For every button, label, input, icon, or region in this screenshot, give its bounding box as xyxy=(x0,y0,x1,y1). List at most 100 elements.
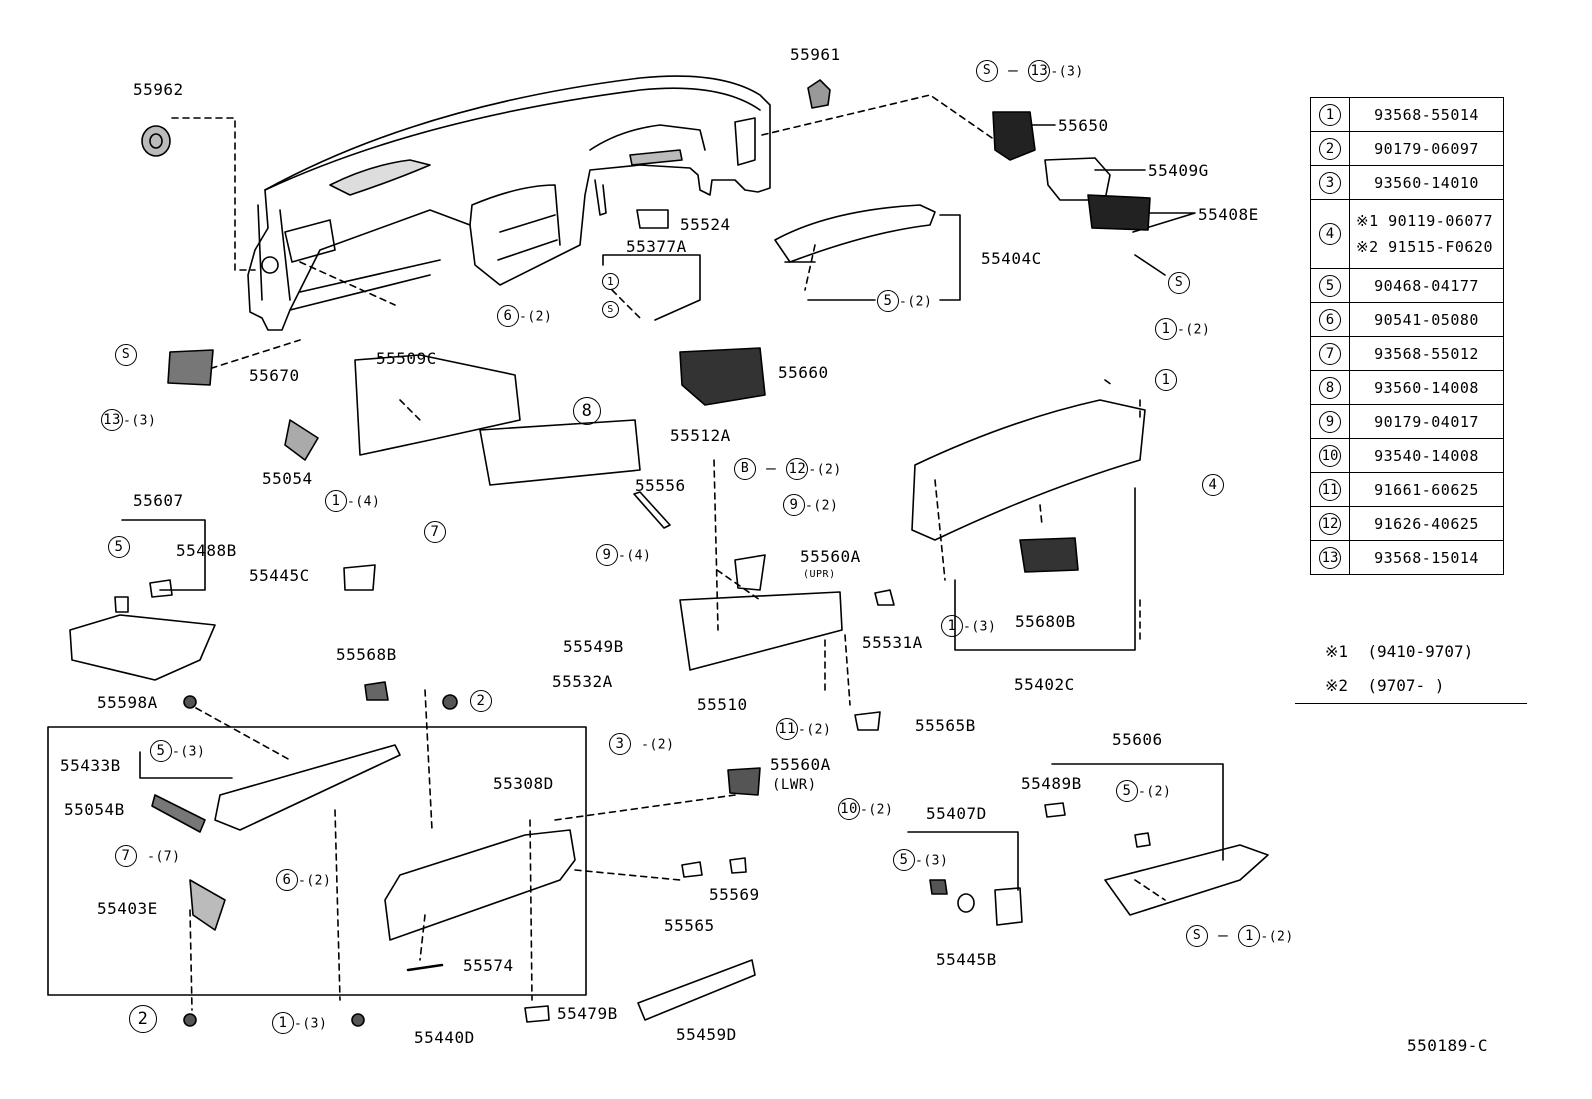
reference-key-circle: 5 xyxy=(1319,274,1341,297)
part-55445B: 55445B xyxy=(936,950,997,969)
reference-row: 4※1 90119-06077※2 91515-F0620 xyxy=(1310,199,1504,269)
reference-key: 1 xyxy=(1310,97,1350,132)
reference-code: 93568-55012 xyxy=(1374,344,1479,363)
callout-13-55670: 13-(3) xyxy=(101,409,156,431)
part-55606: 55606 xyxy=(1112,730,1163,749)
reference-code: 93540-14008 xyxy=(1374,446,1479,465)
reference-key: 10 xyxy=(1310,438,1350,473)
reference-code: 91626-40625 xyxy=(1374,514,1479,533)
part-55565B: 55565B xyxy=(915,716,976,735)
reference-row: 5 90468-04177 xyxy=(1310,268,1504,303)
part-55532A: 55532A xyxy=(552,672,613,691)
reference-code-cell: 90179-06097 xyxy=(1349,131,1504,166)
part-55574: 55574 xyxy=(463,956,514,975)
part-55409G: 55409G xyxy=(1148,161,1209,180)
reference-row: 10 93540-14008 xyxy=(1310,438,1504,473)
reference-row: 2 90179-06097 xyxy=(1310,131,1504,166)
callout-s-13-top: S — 13-(3) xyxy=(976,60,1084,82)
part-55402C: 55402C xyxy=(1014,675,1075,694)
reference-code: ※2 91515-F0620 xyxy=(1356,238,1493,256)
reference-code: 93560-14008 xyxy=(1374,378,1479,397)
reference-row: 7 93568-55012 xyxy=(1310,336,1504,371)
reference-code-cell: 90468-04177 xyxy=(1349,268,1504,303)
part-55565: 55565 xyxy=(664,916,715,935)
part-55531A: 55531A xyxy=(862,633,923,652)
instrument-panel-drawing xyxy=(247,75,771,331)
part-55489B: 55489B xyxy=(1021,774,1082,793)
part-55509C: 55509C xyxy=(376,349,437,368)
part-55660: 55660 xyxy=(778,363,829,382)
reference-row: 12 91626-40625 xyxy=(1310,506,1504,541)
reference-row: 3 93560-14010 xyxy=(1310,165,1504,200)
reference-key: 11 xyxy=(1310,472,1350,507)
note-2: ※2 (9707- ) xyxy=(1325,676,1445,695)
callout-5-55404c: 5-(2) xyxy=(877,290,932,312)
reference-key-circle: 7 xyxy=(1319,342,1341,365)
reference-key-circle: 10 xyxy=(1319,444,1341,467)
part-55459D: 55459D xyxy=(676,1025,737,1044)
part-55560A-lwr: 55560A xyxy=(770,755,831,774)
part-55598A: 55598A xyxy=(97,693,158,712)
reference-row: 1 93568-55014 xyxy=(1310,97,1504,132)
reference-row: 9 90179-04017 xyxy=(1310,404,1504,439)
callout-3: 3 -(2) xyxy=(609,733,674,755)
reference-code-cell: 93568-55014 xyxy=(1349,97,1504,132)
callout-377a-1: 1 xyxy=(602,272,619,290)
reference-key-circle: 8 xyxy=(1319,376,1341,399)
part-55308D: 55308D xyxy=(493,774,554,793)
callout-9-lower: 9-(4) xyxy=(596,544,651,566)
part-55650: 55650 xyxy=(1058,116,1109,135)
callout-s-55670: S xyxy=(115,344,137,366)
reference-code: 90179-06097 xyxy=(1374,139,1479,158)
callout-10: 10-(2) xyxy=(838,798,893,820)
part-55961: 55961 xyxy=(790,45,841,64)
reference-code-cell: 93560-14010 xyxy=(1349,165,1504,200)
leader-lines-dashed xyxy=(171,94,1166,1011)
part-55408E: 55408E xyxy=(1198,205,1259,224)
reference-key-circle: 1 xyxy=(1319,103,1341,126)
part-55560A-upr-sub: (UPR) xyxy=(803,569,836,580)
reference-key: 3 xyxy=(1310,165,1350,200)
part-55510: 55510 xyxy=(697,695,748,714)
reference-key: 5 xyxy=(1310,268,1350,303)
callout-6-box: 6-(2) xyxy=(276,869,331,891)
part-55568B: 55568B xyxy=(336,645,397,664)
part-55670: 55670 xyxy=(249,366,300,385)
reference-key-circle: 11 xyxy=(1319,478,1341,501)
reference-code: 90541-05080 xyxy=(1374,310,1479,329)
reference-key: 2 xyxy=(1310,131,1350,166)
reference-code-cell: ※1 90119-06077 ※2 91515-F0620 xyxy=(1349,199,1504,269)
part-sketches xyxy=(69,79,1269,1027)
reference-key-circle: 2 xyxy=(1319,137,1341,160)
part-55440D: 55440D xyxy=(414,1028,475,1047)
callout-7-55509c: 7 xyxy=(424,521,446,543)
reference-row: 11 91661-60625 xyxy=(1310,472,1504,507)
part-55512A: 55512A xyxy=(670,426,731,445)
reference-code: 90468-04177 xyxy=(1374,276,1479,295)
part-55407D: 55407D xyxy=(926,804,987,823)
reference-key-circle: 12 xyxy=(1319,512,1341,535)
reference-code: 90179-04017 xyxy=(1374,412,1479,431)
callout-9-upper: 9-(2) xyxy=(783,494,838,516)
part-55607: 55607 xyxy=(133,491,184,510)
part-55560A-lwr-sub: (LWR) xyxy=(772,777,817,793)
part-55569: 55569 xyxy=(709,885,760,904)
reference-code: ※1 90119-06077 xyxy=(1356,212,1493,230)
callout-s-1-55606: S — 1-(2) xyxy=(1186,925,1294,947)
part-55560A-upr: 55560A xyxy=(800,547,861,566)
callout-5-55433b: 5-(3) xyxy=(150,740,205,762)
callout-8: 8 xyxy=(573,397,601,425)
part-55054: 55054 xyxy=(262,469,313,488)
reference-key-circle: 9 xyxy=(1319,410,1341,433)
reference-code: 93560-14010 xyxy=(1374,173,1479,192)
callout-7-box: 7 -(7) xyxy=(115,845,180,867)
reference-code: 91661-60625 xyxy=(1374,480,1479,499)
part-55377A: 55377A xyxy=(626,237,687,256)
reference-code-cell: 91626-40625 xyxy=(1349,506,1504,541)
part-55479B: 55479B xyxy=(557,1004,618,1023)
